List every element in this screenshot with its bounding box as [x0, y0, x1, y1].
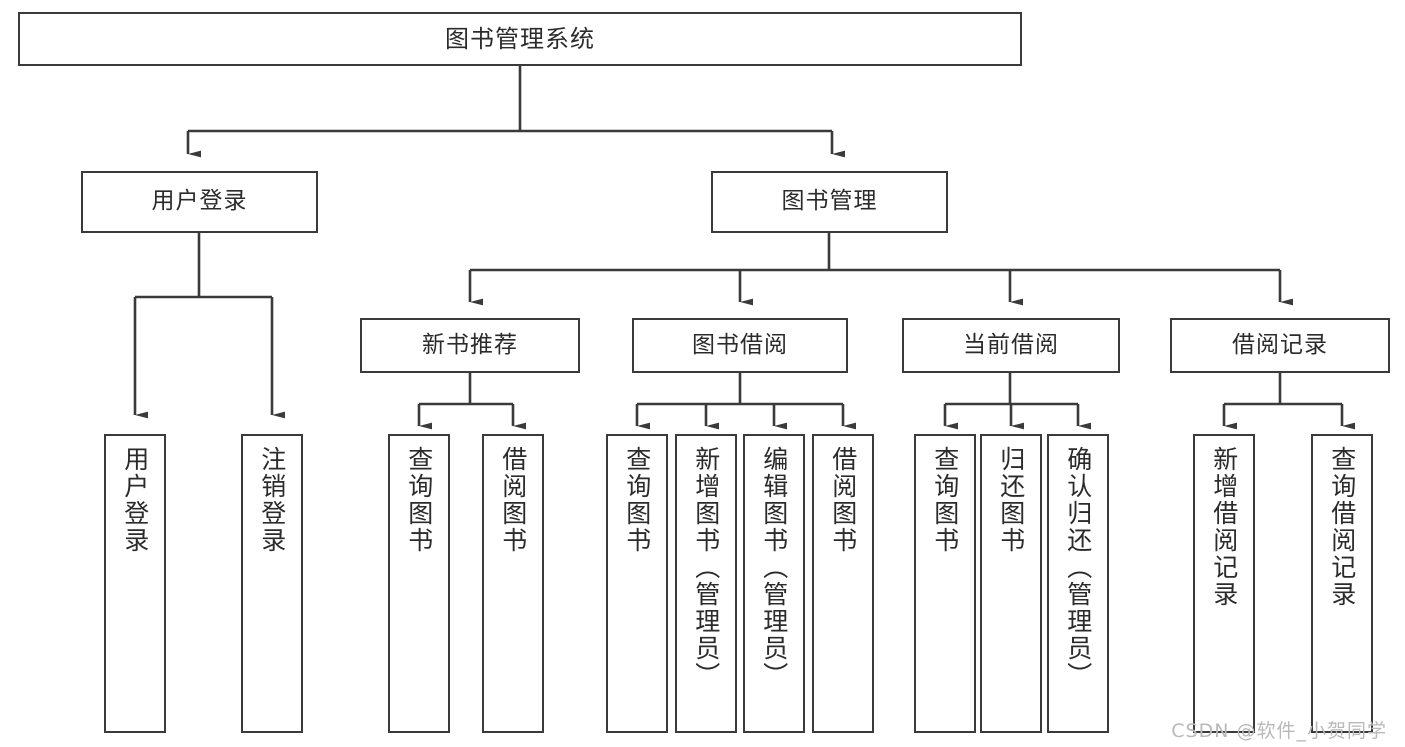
leaf-current-borrow-return[interactable]: 归还图书	[980, 434, 1042, 733]
node-label: 用户登录	[151, 188, 248, 215]
leaf-current-borrow-confirm-return[interactable]: 确认归还（管理员）	[1047, 434, 1109, 733]
leaf-book-borrow-edit[interactable]: 编辑图书（管理员）	[743, 434, 805, 733]
node-label: 图书借阅	[692, 331, 788, 358]
node-label: 借阅记录	[1232, 331, 1328, 358]
node-label: 借阅图书	[498, 446, 528, 554]
node-new-book-recommend[interactable]: 新书推荐	[360, 318, 580, 373]
csdn-watermark: CSDN @软件_小贺同学	[1171, 720, 1387, 742]
leaf-book-borrow-query[interactable]: 查询图书	[606, 434, 668, 733]
node-label: 归还图书	[996, 446, 1026, 554]
node-label: 注销登录	[257, 446, 287, 554]
leaf-borrow-record-add[interactable]: 新增借阅记录	[1193, 434, 1255, 733]
node-label: 当前借阅	[963, 331, 1059, 358]
leaf-new-book-query[interactable]: 查询图书	[388, 434, 450, 733]
node-label: 编辑图书（管理员）	[759, 446, 789, 689]
node-borrow-record[interactable]: 借阅记录	[1170, 318, 1390, 373]
leaf-user-login-logout[interactable]: 注销登录	[241, 434, 303, 733]
leaf-current-borrow-query[interactable]: 查询图书	[914, 434, 976, 733]
node-label: 用户登录	[120, 446, 150, 554]
node-label: 查询图书	[404, 446, 434, 554]
node-label: 图书管理	[781, 188, 878, 215]
node-label: 新书推荐	[422, 331, 518, 358]
node-user-login[interactable]: 用户登录	[81, 171, 318, 233]
node-book-manage[interactable]: 图书管理	[711, 171, 948, 233]
node-label: 查询借阅记录	[1327, 446, 1357, 608]
node-label: 查询图书	[930, 446, 960, 554]
node-label: 图书管理系统	[445, 24, 595, 53]
leaf-user-login-login[interactable]: 用户登录	[104, 434, 166, 733]
node-label: 查询图书	[622, 446, 652, 554]
node-label: 新增借阅记录	[1209, 446, 1239, 608]
leaf-book-borrow-add[interactable]: 新增图书（管理员）	[675, 434, 737, 733]
node-current-borrow[interactable]: 当前借阅	[902, 318, 1120, 373]
leaf-borrow-record-query[interactable]: 查询借阅记录	[1311, 434, 1373, 733]
node-root-system[interactable]: 图书管理系统	[18, 12, 1022, 66]
node-label: 新增图书（管理员）	[691, 446, 721, 689]
node-label: 确认归还（管理员）	[1063, 446, 1093, 689]
leaf-new-book-borrow[interactable]: 借阅图书	[482, 434, 544, 733]
node-label: 借阅图书	[828, 446, 858, 554]
node-book-borrow[interactable]: 图书借阅	[632, 318, 848, 373]
leaf-book-borrow-borrow[interactable]: 借阅图书	[812, 434, 874, 733]
